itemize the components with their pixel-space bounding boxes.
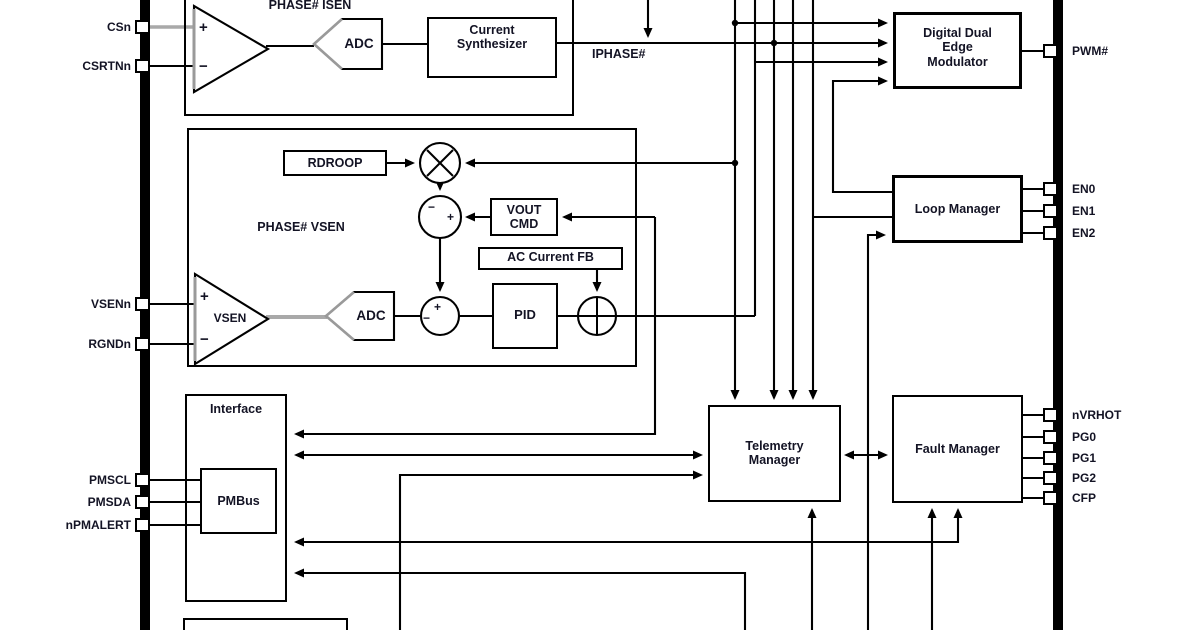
pin-pg1[interactable]: [1043, 451, 1058, 465]
pid-block: [492, 283, 558, 349]
vout-cmd-block: [490, 198, 558, 236]
loop-manager-label: Loop Manager: [914, 202, 1001, 216]
current-synthesizer-label: Current Synthesizer: [456, 23, 528, 52]
pin-csn[interactable]: [135, 20, 150, 34]
pin-en2-label: EN2: [1072, 226, 1096, 240]
pin-npmalert-label: nPMALERT: [65, 518, 131, 532]
pin-pwm[interactable]: [1043, 44, 1058, 58]
current-synthesizer-block: [427, 17, 557, 78]
vsen-amp-label: VSEN: [213, 311, 247, 325]
pin-pmsda-label: PMSDA: [87, 495, 131, 509]
bottom-telemetry-in: [398, 470, 703, 630]
pmbus-label: PMBus: [217, 494, 260, 508]
interface-label: Interface: [209, 402, 263, 416]
pin-cfp-label: CFP: [1072, 491, 1096, 505]
pin-pg0-label: PG0: [1072, 430, 1097, 444]
vout-cmd-label: VOUT CMD: [506, 203, 542, 232]
pin-nvrhot-label: nVRHOT: [1072, 408, 1122, 422]
telemetry-manager-label: Telemetry Manager: [745, 439, 804, 468]
pin-csn-label: CSn: [107, 20, 131, 34]
sum1-plus: +: [447, 210, 455, 224]
iphase-label: IPHASE#: [592, 47, 646, 61]
ac-current-fb-block: [478, 247, 623, 270]
pin-cfp[interactable]: [1043, 491, 1058, 505]
pin-vsenn[interactable]: [135, 297, 150, 311]
pin-en0-label: EN0: [1072, 182, 1096, 196]
pin-npmalert[interactable]: [135, 518, 150, 532]
pin-csrtnn[interactable]: [135, 59, 150, 73]
fault-manager-label: Fault Manager: [915, 442, 1000, 456]
pmbus-block: [200, 468, 277, 534]
pin-pg2[interactable]: [1043, 471, 1058, 485]
pin-pwm-label: PWM#: [1072, 44, 1108, 58]
fault-manager-block: [892, 395, 1023, 503]
sum2-minus: −: [423, 311, 431, 325]
pin-en1[interactable]: [1043, 204, 1058, 218]
loopmgr-bottom-in: [866, 230, 886, 630]
pin-en1-label: EN1: [1072, 204, 1096, 218]
ac-current-fb-label: AC Current FB: [507, 250, 594, 264]
sum2-plus: +: [434, 300, 442, 314]
adc2-label: ADC: [356, 308, 386, 323]
isen-amp-minus: −: [199, 58, 208, 75]
pin-pg0[interactable]: [1043, 430, 1058, 444]
pin-csrtnn-label: CSRTNn: [82, 59, 131, 73]
pin-nvrhot[interactable]: [1043, 408, 1058, 422]
pin-rgndn[interactable]: [135, 337, 150, 351]
pin-pmscl[interactable]: [135, 473, 150, 487]
rdroop-label: RDROOP: [307, 156, 363, 170]
pin-pg1-label: PG1: [1072, 451, 1097, 465]
adc1-label: ADC: [344, 36, 374, 51]
pin-rgndn-label: RGNDn: [88, 337, 131, 351]
isen-amp-plus: +: [199, 19, 208, 36]
iface-bottom-net: [294, 568, 747, 630]
vsen-amp-plus: +: [200, 288, 209, 305]
adc1-shape: [312, 17, 384, 71]
summing-junction-1: [417, 194, 463, 240]
rdroop-block: [283, 150, 387, 176]
wires: [150, 0, 1043, 630]
voutcmd-interface-net: [294, 217, 657, 439]
left-package-bar: [140, 0, 150, 630]
pin-vsenn-label: VSENn: [90, 297, 131, 311]
phase-vsen-title: PHASE# VSEN: [257, 220, 345, 234]
vsen-amp-minus: −: [200, 331, 209, 348]
isen-amp: [192, 4, 271, 94]
phase-isen-block: [184, 0, 574, 116]
adc2-shape: [324, 290, 396, 342]
droop-multiplier: [418, 141, 462, 185]
pid-label: PID: [514, 307, 536, 322]
pin-pg2-label: PG2: [1072, 471, 1097, 485]
pin-en2[interactable]: [1043, 226, 1058, 240]
right-package-bar: [1053, 0, 1063, 630]
modulator-label: Digital Dual Edge Modulator: [923, 26, 992, 69]
phase-vsen-block: [187, 128, 637, 367]
bottom-partial-block: [183, 618, 348, 630]
junction-dots: [731, 19, 778, 167]
pin-pmscl-label: PMSCL: [89, 473, 131, 487]
vsen-amp-triangle: [193, 272, 271, 366]
summing-junction-2: [419, 295, 461, 337]
modulator-block: [893, 12, 1022, 89]
telemetry-manager-block: [708, 405, 841, 502]
interface-block: [185, 394, 287, 602]
pin-en0[interactable]: [1043, 182, 1058, 196]
fault-bottom-net: [294, 508, 963, 547]
loopmgr-mod-link: [831, 76, 892, 194]
pin-pmsda[interactable]: [135, 495, 150, 509]
summing-junction-3: [576, 295, 618, 337]
loop-manager-block: [892, 175, 1023, 243]
phase-isen-title: PHASE# ISEN: [268, 0, 352, 12]
sum1-minus: −: [428, 200, 436, 214]
